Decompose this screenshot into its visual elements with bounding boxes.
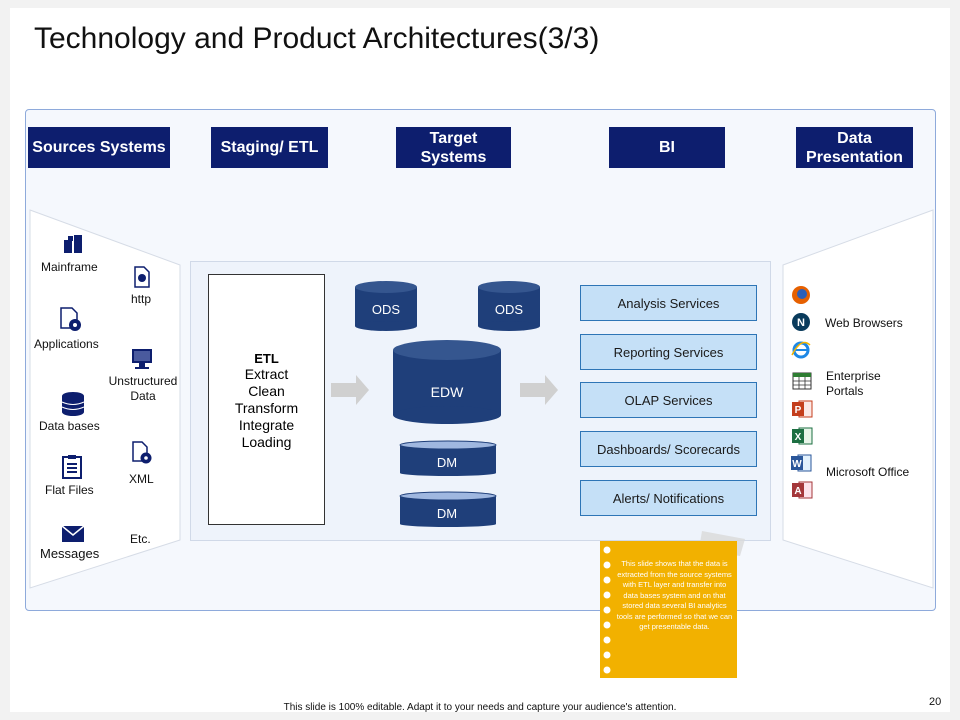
ods-1-label: ODS xyxy=(372,302,401,317)
presentation-panel xyxy=(782,209,934,589)
dm-cylinder-2 xyxy=(399,491,497,527)
source-databases-label: Data bases xyxy=(39,419,100,433)
svg-text:A: A xyxy=(794,486,801,497)
dm-1-label: DM xyxy=(437,455,457,470)
source-messages-label: Messages xyxy=(40,546,100,561)
page-title: Technology and Product Architectures(3/3… xyxy=(34,22,600,55)
etl-step: Integrate xyxy=(238,417,295,433)
header-bi: BI xyxy=(609,127,725,168)
page-number: 20 xyxy=(929,696,942,708)
powerpoint-icon: P xyxy=(792,400,813,418)
messages-icon xyxy=(61,525,85,542)
source-mainframe-label: Mainframe xyxy=(41,260,98,274)
etl-step: Clean xyxy=(248,383,285,399)
source-flat-files-label: Flat Files xyxy=(45,483,94,497)
bi-analysis-services: Analysis Services xyxy=(580,285,757,321)
access-icon: A xyxy=(792,481,813,499)
excel-icon: X xyxy=(792,427,813,445)
sticky-note-text: This slide shows that the data is extrac… xyxy=(616,559,733,631)
database-icon xyxy=(61,392,85,416)
mainframe-icon xyxy=(64,235,82,253)
netscape-icon: N xyxy=(792,313,810,331)
bi-alerts-notifications: Alerts/ Notifications xyxy=(580,480,757,516)
header-staging-etl: Staging/ ETL xyxy=(211,127,328,168)
word-icon: W xyxy=(791,454,812,472)
unstructured-data-icon xyxy=(132,349,152,369)
source-applications-label: Applications xyxy=(34,337,99,351)
http-icon xyxy=(134,266,150,288)
bi-olap-services: OLAP Services xyxy=(580,382,757,418)
footer-text: This slide is 100% editable. Adapt it to… xyxy=(283,702,677,713)
svg-text:N: N xyxy=(797,317,805,329)
arrow-edw-to-bi xyxy=(520,375,558,405)
sources-panel xyxy=(29,209,181,589)
web-browsers-label: Web Browsers xyxy=(825,316,903,330)
source-unstructured-label: Unstructured Data xyxy=(108,374,178,403)
microsoft-office-label: Microsoft Office xyxy=(826,465,910,479)
svg-text:P: P xyxy=(795,405,802,416)
header-sources-systems: Sources Systems xyxy=(28,127,170,168)
etl-step: Transform xyxy=(234,400,299,416)
dm-cylinder-1 xyxy=(399,440,497,476)
etl-step: Extract xyxy=(244,366,289,382)
enterprise-portals-icon xyxy=(792,372,812,390)
source-http-label: http xyxy=(131,292,152,306)
internet-explorer-icon xyxy=(791,341,811,359)
ods-cylinder-2 xyxy=(478,281,540,331)
header-data-presentation: Data Presentation xyxy=(796,127,913,168)
svg-text:W: W xyxy=(792,459,802,470)
bi-reporting-services: Reporting Services xyxy=(580,334,757,370)
enterprise-portals-label: Enterprise Portals xyxy=(826,369,881,398)
source-xml-label: XML xyxy=(129,472,154,486)
dm-2-label: DM xyxy=(437,506,457,521)
arrow-etl-to-edw xyxy=(331,375,369,405)
edw-cylinder xyxy=(393,340,501,424)
etl-box: ETL Extract Clean Transform Integrate Lo… xyxy=(208,274,325,525)
firefox-icon xyxy=(792,286,810,304)
etl-label: ETL xyxy=(254,351,279,366)
xml-icon xyxy=(132,441,152,464)
edw-label: EDW xyxy=(431,384,464,400)
ods-2-label: ODS xyxy=(495,302,524,317)
applications-icon xyxy=(60,307,81,331)
svg-text:X: X xyxy=(795,432,802,443)
header-target-systems: Target Systems xyxy=(396,127,511,168)
sticky-note xyxy=(600,541,737,678)
bi-dashboards-scorecards: Dashboards/ Scorecards xyxy=(580,431,757,467)
source-etc-label: Etc. xyxy=(130,532,151,546)
flat-files-icon xyxy=(62,455,82,479)
etl-step: Loading xyxy=(241,434,292,450)
ods-cylinder-1 xyxy=(355,281,417,331)
